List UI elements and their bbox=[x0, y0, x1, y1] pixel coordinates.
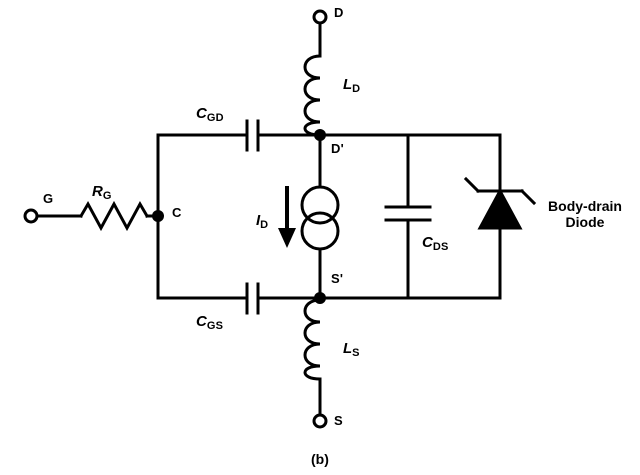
terminal-label-drain: D bbox=[334, 5, 344, 20]
node-label-c: C bbox=[172, 205, 182, 220]
annotation-body-drain-diode-line1: Body-drain bbox=[548, 198, 622, 214]
component-label-id-symbol: I bbox=[256, 212, 261, 229]
figure-caption: (b) bbox=[311, 451, 329, 467]
component-label-cds: CDS bbox=[422, 234, 449, 253]
component-label-id-sub: D bbox=[260, 218, 269, 231]
capacitor-cgd bbox=[156, 119, 322, 152]
resistor-rg bbox=[37, 200, 160, 232]
component-label-ls-symbol: L bbox=[343, 340, 353, 357]
component-label-cgd-symbol: C bbox=[196, 105, 207, 122]
component-label-id: ID bbox=[256, 212, 268, 231]
capacitor-cds bbox=[384, 133, 432, 300]
component-label-rg-sub: G bbox=[102, 189, 112, 202]
inductor-ld bbox=[303, 54, 322, 137]
inductor-ls bbox=[303, 298, 322, 416]
node-label-d-prime: D' bbox=[331, 141, 344, 156]
component-label-cgs-sub: GS bbox=[206, 319, 224, 332]
component-label-cgd-sub: GD bbox=[206, 111, 224, 124]
component-label-cds-symbol: C bbox=[422, 234, 433, 251]
zener-diode-symbol bbox=[463, 176, 537, 230]
component-label-ld-sub: D bbox=[352, 82, 361, 95]
component-label-ld: LD bbox=[343, 76, 360, 95]
component-label-cgs-symbol: C bbox=[196, 313, 207, 330]
component-label-rg: RG bbox=[92, 183, 112, 202]
node-label-s-prime: S' bbox=[331, 271, 344, 286]
annotation-body-drain-diode: Body-drain Diode bbox=[535, 198, 635, 230]
annotation-body-drain-diode-line2: Diode bbox=[565, 214, 605, 231]
current-arrow-id bbox=[278, 186, 296, 248]
capacitor-cgs bbox=[156, 282, 322, 315]
junction-dots bbox=[152, 129, 326, 304]
component-label-cds-sub: DS bbox=[432, 240, 449, 253]
component-label-cgd: CGD bbox=[196, 105, 224, 124]
terminal-label-gate: G bbox=[43, 191, 54, 206]
current-source-symbol bbox=[300, 133, 340, 300]
terminal-label-source: S bbox=[334, 413, 343, 428]
component-label-cgs: CGS bbox=[196, 313, 223, 332]
terminal-circles bbox=[23, 9, 328, 429]
component-label-ls: LS bbox=[343, 340, 360, 359]
component-label-ld-symbol: L bbox=[343, 76, 353, 93]
component-label-rg-symbol: R bbox=[92, 183, 103, 200]
component-label-ls-sub: S bbox=[352, 346, 360, 359]
